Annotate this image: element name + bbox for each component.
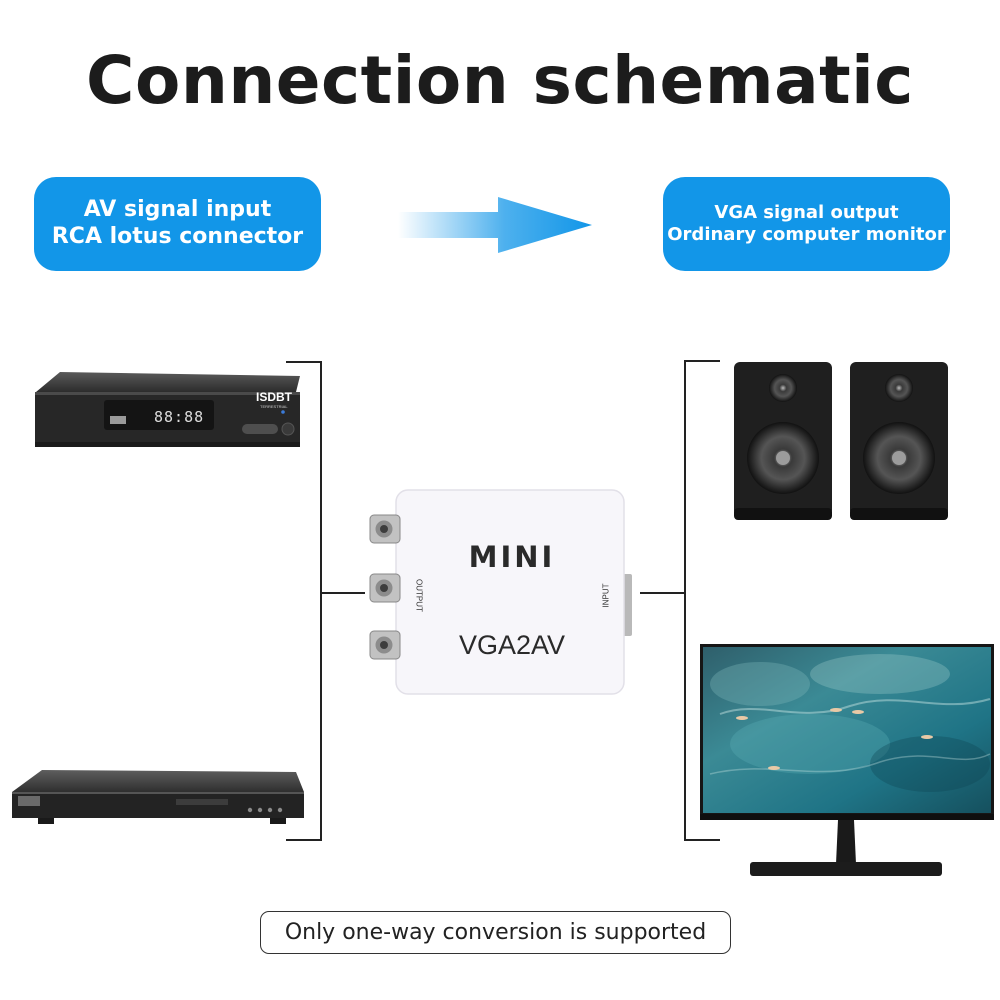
left-bracket-lines (286, 361, 365, 841)
set-top-box: 88:88 ISDBT TERRESTRIAL (34, 370, 304, 450)
speaker-left (734, 362, 832, 520)
adapter-input-label: INPUT (601, 583, 611, 608)
rca-jack-bottom (369, 630, 401, 660)
input-label-box: AV signal input RCA lotus connector (34, 177, 321, 271)
adapter-output-label: OUTPUT (414, 579, 424, 612)
output-label-box: VGA signal output Ordinary computer moni… (663, 177, 950, 271)
computer-monitor (700, 644, 994, 876)
direction-arrow-icon (398, 197, 592, 253)
input-label-line-1: AV signal input (83, 197, 272, 223)
output-label-line-2: Ordinary computer monitor (667, 224, 946, 245)
rca-jack-top (369, 514, 401, 544)
one-way-note: Only one-way conversion is supported (260, 911, 731, 954)
set-top-box-display: 88:88 (154, 408, 205, 426)
dvd-player (12, 770, 304, 824)
set-top-box-body (35, 372, 300, 447)
adapter-model: VGA2AV (458, 630, 566, 660)
speaker-right (850, 362, 948, 520)
adapter-body (369, 489, 632, 695)
right-bracket-lines (640, 360, 720, 841)
set-top-box-badge-sub: TERRESTRIAL (260, 404, 288, 409)
adapter-brand: MINI (468, 540, 556, 574)
input-label-line-2: RCA lotus connector (51, 224, 304, 249)
set-top-box-badge: ISDBT (256, 390, 292, 404)
rca-jack-middle (369, 573, 401, 603)
page-title: Connection schematic (86, 42, 914, 119)
speakers (734, 362, 948, 520)
output-label-line-1: VGA signal output (714, 202, 899, 224)
vga2av-adapter: MINI VGA2AV OUTPUT INPUT (362, 488, 638, 698)
